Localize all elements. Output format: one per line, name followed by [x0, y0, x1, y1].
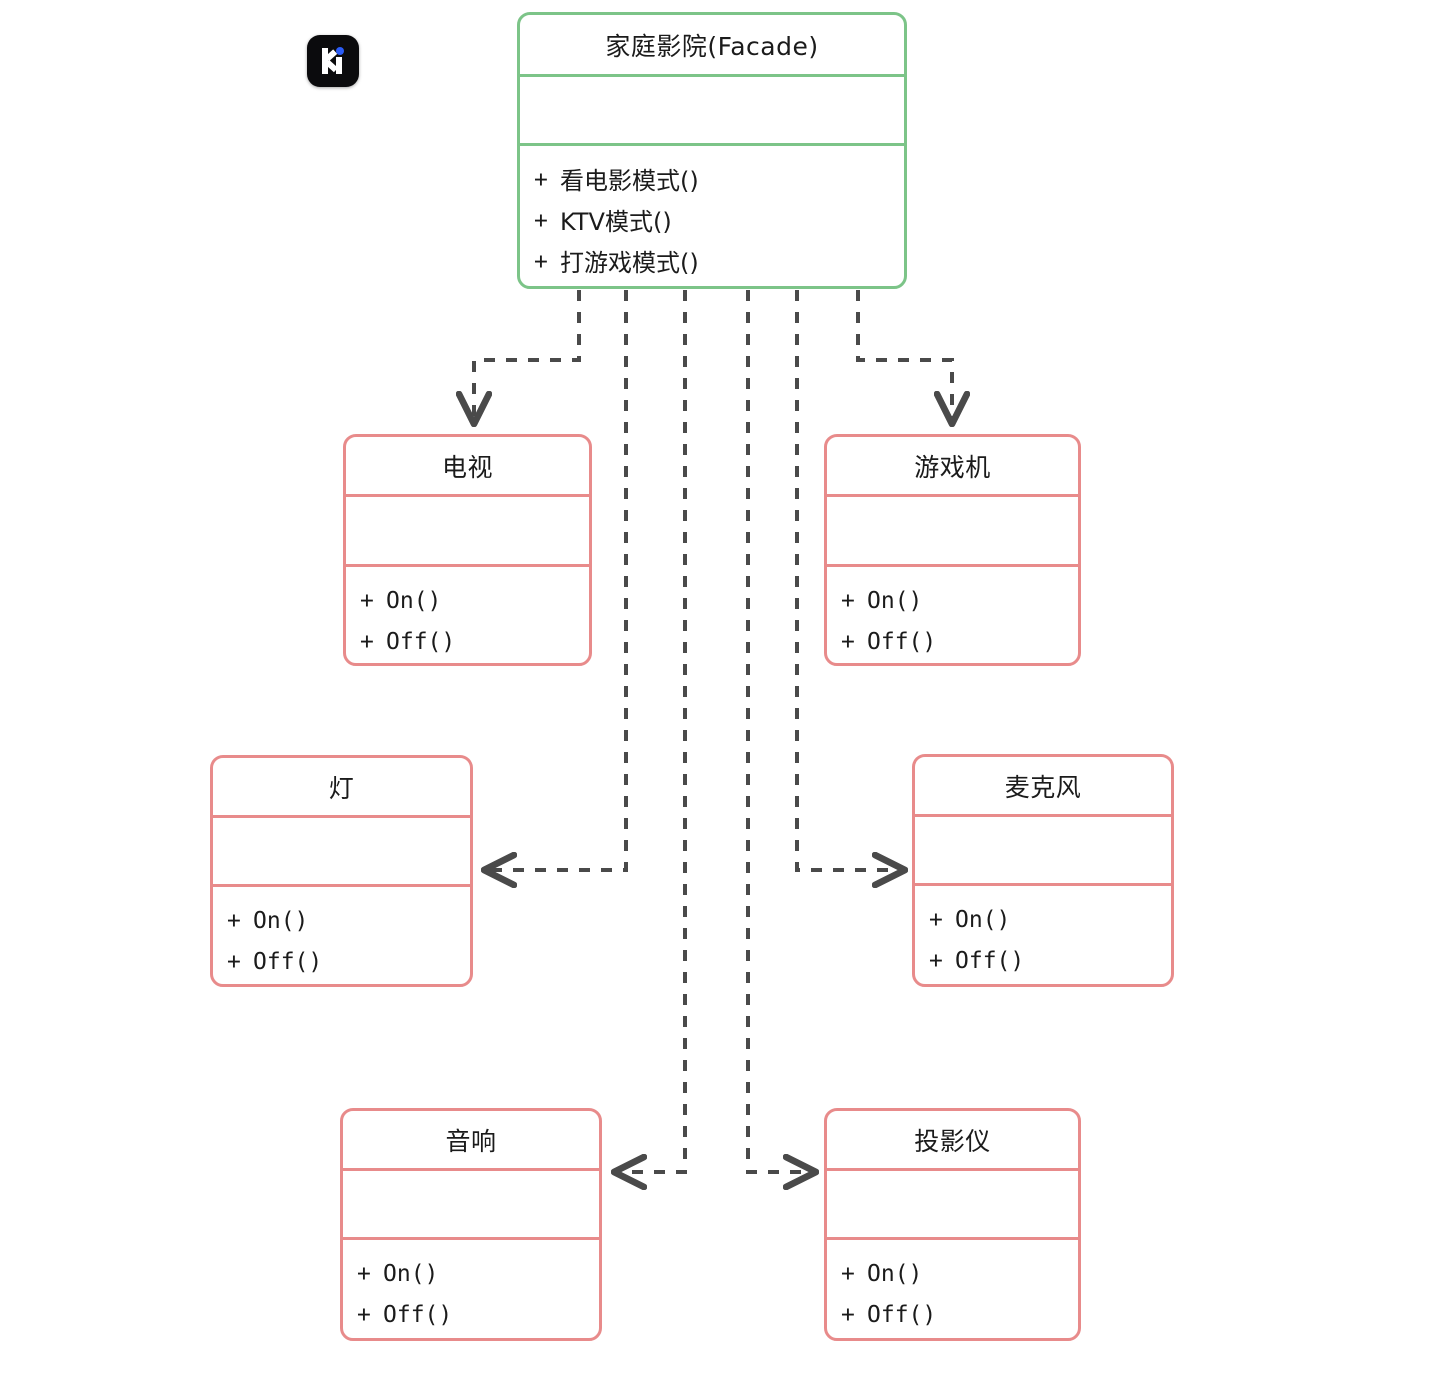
class-box-projector[interactable]: 投影仪 + On() + Off() — [824, 1108, 1081, 1341]
class-name-speaker: 音响 — [343, 1111, 599, 1171]
method-row: + On() — [213, 901, 470, 942]
method-visibility: + — [227, 949, 241, 975]
method-row: + Off() — [346, 622, 589, 663]
class-methods-light: + On() + Off() — [213, 887, 470, 984]
method-row: + On() — [827, 581, 1078, 622]
method-signature: On() — [867, 1261, 923, 1287]
method-signature: Off() — [867, 1302, 937, 1328]
class-name-light: 灯 — [213, 758, 470, 818]
class-attributes-tv — [346, 497, 589, 567]
method-signature: On() — [383, 1261, 439, 1287]
class-attributes-facade — [520, 77, 904, 146]
method-row: + 看电影模式() — [520, 160, 904, 201]
class-attributes-light — [213, 818, 470, 887]
method-visibility: + — [357, 1302, 371, 1328]
method-signature: Off() — [955, 948, 1025, 974]
class-name-facade: 家庭影院(Facade) — [520, 15, 904, 77]
method-signature: On() — [253, 908, 309, 934]
class-methods-speaker: + On() + Off() — [343, 1240, 599, 1338]
class-box-light[interactable]: 灯 + On() + Off() — [210, 755, 473, 987]
method-row: + On() — [915, 900, 1171, 941]
method-signature: KTV模式() — [560, 207, 672, 236]
edge-facade-to-speaker — [614, 290, 687, 1172]
method-row: + On() — [343, 1254, 599, 1295]
method-visibility: + — [534, 208, 548, 234]
method-row: + Off() — [827, 622, 1078, 663]
logo-k-right-stem — [336, 57, 342, 74]
logo-accent-dot — [336, 47, 344, 55]
method-visibility: + — [841, 629, 855, 655]
class-name-tv: 电视 — [346, 437, 589, 497]
method-visibility: + — [357, 1261, 371, 1287]
method-signature: On() — [955, 907, 1011, 933]
class-box-facade[interactable]: 家庭影院(Facade) + 看电影模式() + KTV模式() + 打游戏模式… — [517, 12, 907, 289]
class-box-microphone[interactable]: 麦克风 + On() + Off() — [912, 754, 1174, 987]
method-signature: Off() — [253, 949, 323, 975]
class-name-microphone: 麦克风 — [915, 757, 1171, 817]
method-row: + On() — [827, 1254, 1078, 1295]
method-signature: On() — [386, 588, 442, 614]
method-row: + Off() — [915, 941, 1171, 982]
method-visibility: + — [534, 167, 548, 193]
class-methods-projector: + On() + Off() — [827, 1240, 1078, 1338]
method-signature: Off() — [867, 629, 937, 655]
method-visibility: + — [841, 588, 855, 614]
class-box-console[interactable]: 游戏机 + On() + Off() — [824, 434, 1081, 666]
method-visibility: + — [929, 907, 943, 933]
method-visibility: + — [360, 588, 374, 614]
method-row: + KTV模式() — [520, 201, 904, 242]
method-visibility: + — [929, 948, 943, 974]
method-row: + 打游戏模式() — [520, 242, 904, 283]
class-methods-tv: + On() + Off() — [346, 567, 589, 663]
class-methods-microphone: + On() + Off() — [915, 886, 1171, 984]
edge-facade-to-console — [856, 290, 952, 424]
edge-facade-to-tv — [474, 290, 581, 424]
method-row: + Off() — [343, 1295, 599, 1336]
method-visibility: + — [841, 1302, 855, 1328]
logo-k-stem — [322, 48, 328, 74]
class-name-projector: 投影仪 — [827, 1111, 1078, 1171]
class-name-console: 游戏机 — [827, 437, 1078, 497]
method-row: + On() — [346, 581, 589, 622]
class-box-tv[interactable]: 电视 + On() + Off() — [343, 434, 592, 666]
class-attributes-projector — [827, 1171, 1078, 1240]
method-visibility: + — [360, 629, 374, 655]
class-attributes-microphone — [915, 817, 1171, 886]
method-signature: Off() — [383, 1302, 453, 1328]
method-signature: On() — [867, 588, 923, 614]
method-visibility: + — [841, 1261, 855, 1287]
method-signature: Off() — [386, 629, 456, 655]
class-methods-console: + On() + Off() — [827, 567, 1078, 663]
method-row: + Off() — [827, 1295, 1078, 1336]
class-methods-facade: + 看电影模式() + KTV模式() + 打游戏模式() — [520, 146, 904, 286]
method-visibility: + — [534, 249, 548, 275]
method-signature: 打游戏模式() — [560, 248, 699, 277]
class-box-speaker[interactable]: 音响 + On() + Off() — [340, 1108, 602, 1341]
class-attributes-speaker — [343, 1171, 599, 1240]
edge-facade-to-projector — [746, 290, 816, 1172]
method-row: + Off() — [213, 942, 470, 983]
method-signature: 看电影模式() — [560, 166, 699, 195]
method-visibility: + — [227, 908, 241, 934]
app-logo-icon — [307, 35, 359, 87]
class-attributes-console — [827, 497, 1078, 567]
